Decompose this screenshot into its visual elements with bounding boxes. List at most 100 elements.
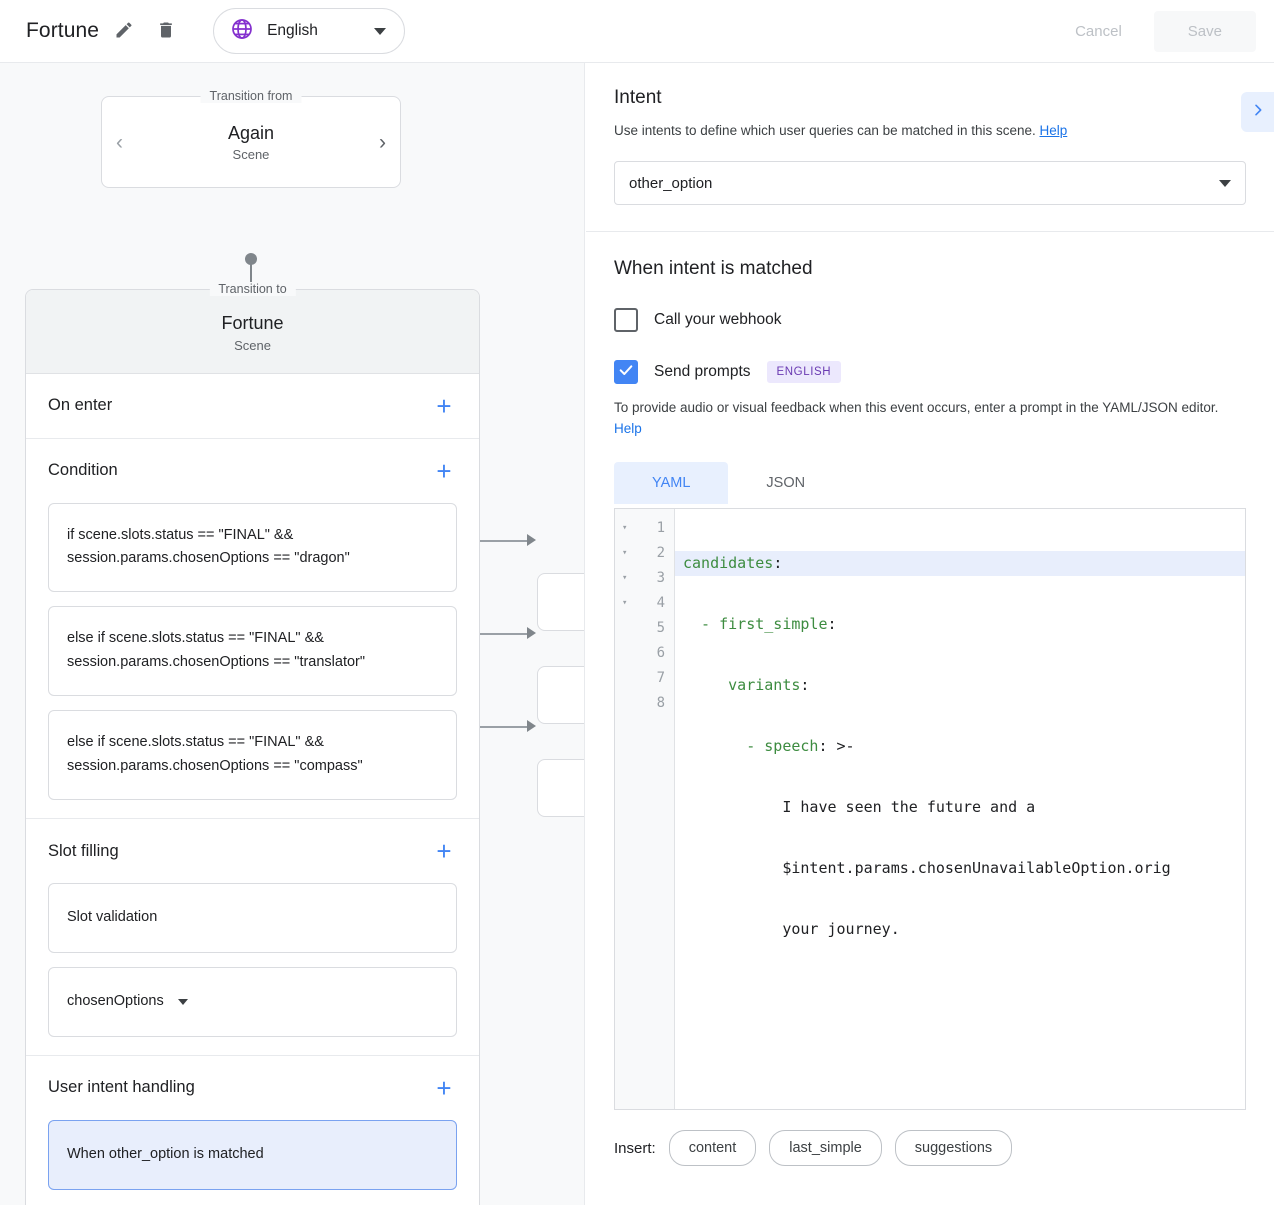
section-condition: Condition + if scene.slots.status == "FI… <box>26 439 479 820</box>
prompts-hint: To provide audio or visual feedback when… <box>614 398 1246 440</box>
line-number: 4 <box>656 594 665 611</box>
gutter-line: ▾3 <box>615 565 674 590</box>
send-prompts-row[interactable]: Send prompts ENGLISH <box>614 360 1246 385</box>
save-button[interactable]: Save <box>1153 10 1256 52</box>
send-prompts-checkbox[interactable] <box>614 360 638 385</box>
code-line: I have seen the future and a <box>675 795 1245 820</box>
chevron-right-icon[interactable]: › <box>378 130 386 154</box>
yaml-rest: : <box>827 615 837 634</box>
chevron-down-icon <box>177 998 188 1005</box>
yaml-rest: your journey. <box>683 920 900 939</box>
prompts-help-link[interactable]: Help <box>614 421 642 437</box>
yaml-rest: : <box>800 676 810 695</box>
line-number: 1 <box>656 519 665 536</box>
intent-help-link[interactable]: Help <box>1039 123 1068 138</box>
section-header: User intent handling + <box>48 1056 457 1120</box>
slot-validation-item[interactable]: Slot validation <box>48 883 457 953</box>
transition-from-type: Scene <box>232 147 270 163</box>
insert-pill-last-simple[interactable]: last_simple <box>769 1130 882 1167</box>
condition-out-line <box>462 632 530 635</box>
line-number: 3 <box>656 569 665 586</box>
chevron-left-icon[interactable]: ‹ <box>116 130 123 154</box>
expand-panel-button[interactable] <box>1241 92 1274 132</box>
user-intent-item-selected[interactable]: When other_option is matched <box>48 1119 457 1190</box>
insert-label: Insert: <box>614 1139 656 1157</box>
yaml-rest: I have seen the future and a <box>683 798 1036 817</box>
gutter-line: 5 <box>615 615 674 640</box>
tab-json[interactable]: JSON <box>766 475 806 492</box>
language-badge: ENGLISH <box>766 361 842 384</box>
add-on-enter-button[interactable]: + <box>436 390 452 421</box>
condition-target-card[interactable] <box>537 573 584 631</box>
section-header: Slot filling + <box>48 819 457 883</box>
gutter-line: ▾4 <box>615 590 674 615</box>
editor-code-area[interactable]: candidates: - first_simple: variants: - … <box>675 509 1245 1109</box>
slot-chosenoptions-item[interactable]: chosenOptions <box>48 966 457 1037</box>
trash-icon <box>156 20 176 43</box>
insert-pill-content[interactable]: content <box>668 1130 757 1167</box>
condition-item[interactable]: else if scene.slots.status == "FINAL" &&… <box>48 606 457 697</box>
line-number: 2 <box>656 544 665 561</box>
prompts-hint-text: To provide audio or visual feedback when… <box>614 400 1219 416</box>
gutter-line: 7 <box>615 665 674 690</box>
intent-section: Intent Use intents to define which user … <box>586 63 1274 233</box>
line-number: 8 <box>656 694 665 711</box>
intent-description-text: Use intents to define which user queries… <box>614 123 1036 138</box>
add-user-intent-button[interactable]: + <box>436 1072 452 1103</box>
top-bar: Fortune <box>0 0 1274 63</box>
chevron-right-icon <box>1250 102 1266 123</box>
transition-to-legend: Transition to <box>209 282 296 296</box>
code-line: candidates: <box>675 551 1245 577</box>
condition-out-arrow <box>527 627 536 639</box>
fold-arrow-icon[interactable]: ▾ <box>622 547 628 558</box>
condition-out-line <box>462 725 530 728</box>
call-webhook-checkbox[interactable] <box>614 308 638 333</box>
transition-from-legend: Transition from <box>200 89 302 103</box>
fold-arrow-icon[interactable]: ▾ <box>622 597 628 608</box>
transition-from-card[interactable]: Transition from ‹ Again Scene › <box>101 89 401 188</box>
intent-select[interactable]: other_option <box>614 161 1246 206</box>
chevron-down-icon <box>1219 179 1231 187</box>
condition-target-card[interactable] <box>537 759 584 817</box>
check-icon <box>618 362 634 383</box>
condition-item[interactable]: if scene.slots.status == "FINAL" && sess… <box>48 502 457 593</box>
language-selector[interactable]: English <box>213 8 406 54</box>
scene-detail-card: Transition to Fortune Scene On enter + C… <box>25 282 480 1205</box>
condition-out-arrow <box>527 534 536 546</box>
editor-gutter: ▾1 ▾2 ▾3 ▾4 5 6 7 8 <box>615 509 675 1110</box>
yaml-key: - first_simple <box>683 615 828 634</box>
add-condition-button[interactable]: + <box>436 455 452 486</box>
transition-to-name: Fortune <box>221 313 284 333</box>
section-on-enter: On enter + <box>26 374 479 439</box>
section-header: On enter + <box>48 374 457 438</box>
yaml-rest: : <box>773 554 783 573</box>
page-title: Fortune <box>26 19 100 42</box>
when-matched-heading: When intent is matched <box>614 258 813 280</box>
gutter-line: 6 <box>615 640 674 665</box>
insert-pill-suggestions[interactable]: suggestions <box>894 1130 1013 1167</box>
add-slot-filling-button[interactable]: + <box>436 836 452 867</box>
section-title-slot-filling: Slot filling <box>48 841 119 860</box>
send-prompts-label: Send prompts <box>654 363 751 381</box>
yaml-editor[interactable]: ▾1 ▾2 ▾3 ▾4 5 6 7 8 candidates: - first_… <box>614 508 1246 1111</box>
webhook-row[interactable]: Call your webhook <box>614 308 1246 333</box>
cancel-button[interactable]: Cancel <box>1053 13 1144 50</box>
line-number: 5 <box>656 619 665 636</box>
code-line: - speech: >- <box>675 734 1245 759</box>
globe-icon <box>230 17 254 46</box>
intent-description: Use intents to define which user queries… <box>614 121 1246 141</box>
user-intent-list: When other_option is matched <box>48 1119 457 1205</box>
code-line: your journey. <box>675 917 1245 942</box>
intent-heading: Intent <box>614 87 662 108</box>
tab-yaml[interactable]: YAML <box>614 462 729 505</box>
edit-name-button[interactable] <box>107 14 141 48</box>
condition-item[interactable]: else if scene.slots.status == "FINAL" &&… <box>48 710 457 801</box>
fold-arrow-icon[interactable]: ▾ <box>622 572 628 583</box>
section-title-condition: Condition <box>48 461 118 479</box>
condition-target-card[interactable] <box>537 666 584 724</box>
code-line <box>675 978 1245 1003</box>
fold-arrow-icon[interactable]: ▾ <box>622 522 628 533</box>
slot-name-label: chosenOptions <box>67 992 164 1009</box>
delete-scene-button[interactable] <box>149 14 183 48</box>
